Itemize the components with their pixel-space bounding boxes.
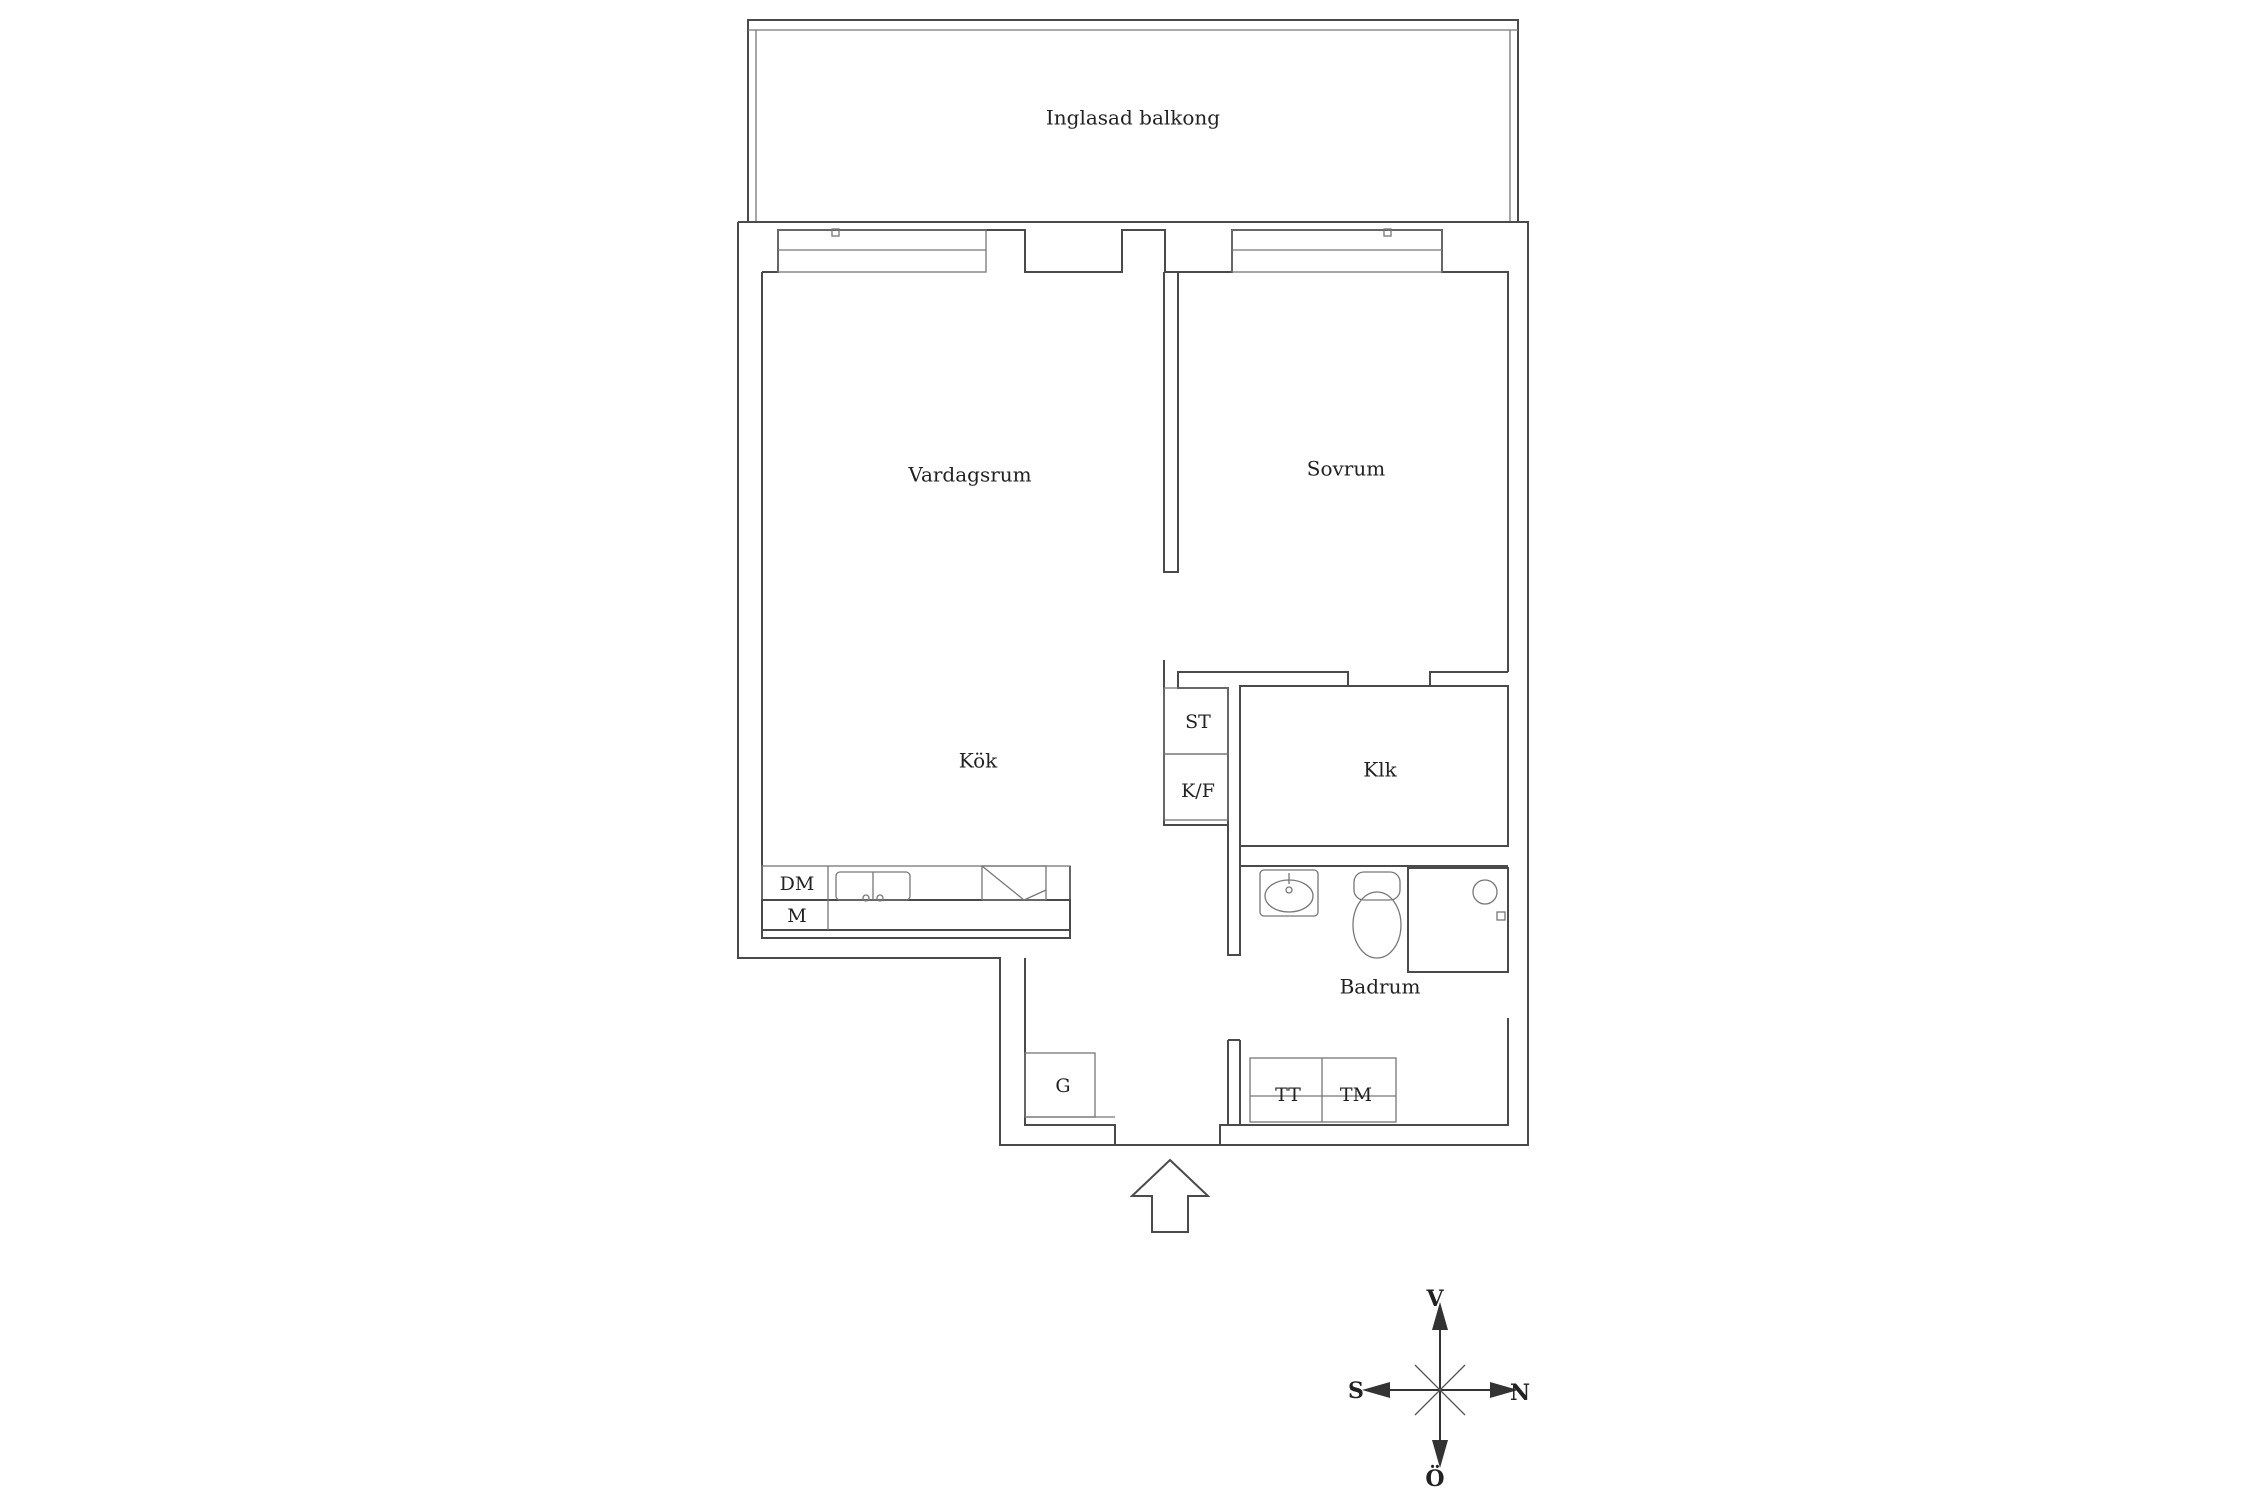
interior-walls	[1163, 272, 1509, 1125]
compass-label-top: V	[1425, 1286, 1444, 1312]
room-label-bedroom: Sovrum	[1307, 457, 1385, 481]
room-label-balcony: Inglasad balkong	[1046, 106, 1220, 130]
room-label-living: Vardagsrum	[907, 463, 1031, 487]
fixture-label-m: M	[787, 905, 806, 927]
wardrobe-units	[1163, 687, 1229, 821]
entrance-arrow-icon	[1129, 1158, 1211, 1233]
outer-walls	[737, 221, 1529, 1146]
fixture-label-tm: TM	[1340, 1084, 1372, 1106]
kitchen-counter	[761, 865, 1071, 931]
fixture-label-kf: K/F	[1181, 780, 1215, 802]
room-label-kitchen: Kök	[959, 749, 998, 773]
windows	[777, 228, 1443, 273]
hall-fixtures	[1024, 1052, 1397, 1123]
compass-rose-icon	[1362, 1302, 1518, 1468]
fixture-label-dm: DM	[780, 873, 815, 895]
room-label-bathroom: Badrum	[1340, 975, 1421, 999]
bathroom-fixtures	[1259, 867, 1509, 973]
fixture-label-g: G	[1055, 1075, 1070, 1097]
fixture-label-tt: TT	[1275, 1084, 1301, 1106]
fixture-label-st: ST	[1185, 711, 1211, 733]
compass-label-right: N	[1510, 1380, 1530, 1406]
compass-label-bottom: Ö	[1425, 1464, 1444, 1492]
compass-label-left: S	[1348, 1378, 1364, 1404]
room-label-closet: Klk	[1363, 758, 1397, 782]
